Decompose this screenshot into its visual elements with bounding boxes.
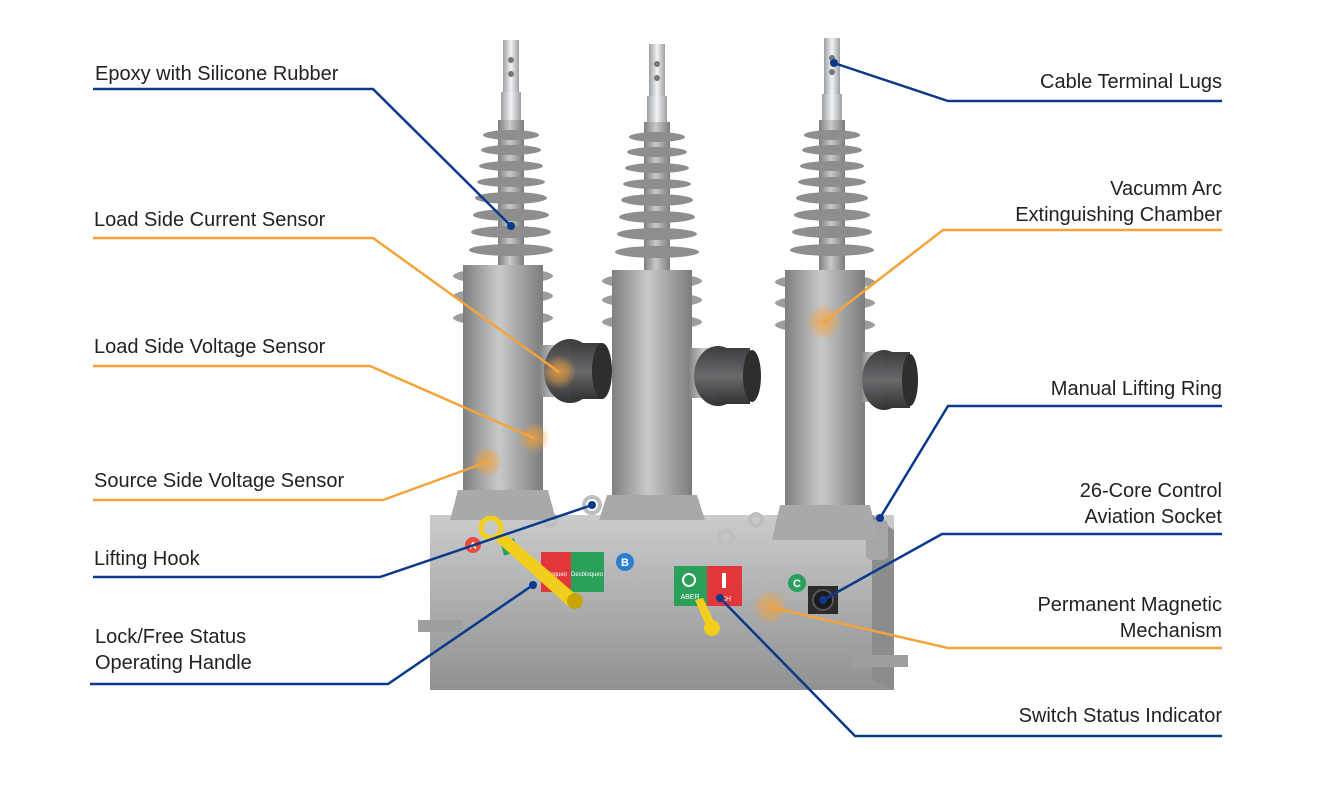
pole-b xyxy=(599,44,761,520)
lifting-eye-4 xyxy=(748,512,764,528)
label-vacuum-line1: Vacumm Arc xyxy=(1110,178,1222,200)
status-plate-left-text: ABER xyxy=(680,594,699,601)
status-plate-right-text: CH xyxy=(721,596,731,603)
lock-plate-right-text: Desbloqueo xyxy=(571,572,604,578)
lug-b xyxy=(649,44,665,99)
leader-epoxy xyxy=(93,87,512,227)
bushing-c xyxy=(862,350,918,410)
lock-plate-green xyxy=(571,552,604,592)
label-cable-lugs: Cable Terminal Lugs xyxy=(1040,71,1222,93)
mounting-foot-left xyxy=(418,620,462,632)
bushing-b xyxy=(694,346,761,406)
leader-load-current xyxy=(93,236,560,374)
lock-plate-left-text: Bloqueo xyxy=(545,572,568,578)
label-load-voltage: Load Side Voltage Sensor xyxy=(94,336,326,358)
sheds-a xyxy=(469,130,553,256)
phase-c-badge xyxy=(788,574,806,592)
label-handle-line2: Operating Handle xyxy=(95,652,252,674)
label-vacuum-line2: Extinguishing Chamber xyxy=(1015,204,1222,226)
column-b xyxy=(612,270,692,495)
label-epoxy: Epoxy with Silicone Rubber xyxy=(95,63,339,85)
phase-b-badge xyxy=(616,553,634,571)
label-load-current: Load Side Current Sensor xyxy=(94,209,326,231)
lifting-hook-eye xyxy=(582,495,602,515)
status-lever xyxy=(695,598,720,636)
front-panel: A B C Bloqueo Desbloqueo ABER CH xyxy=(465,515,838,636)
label-manual-ring: Manual Lifting Ring xyxy=(1050,378,1222,400)
label-magnet-line2: Mechanism xyxy=(1119,620,1222,642)
open-indicator-icon xyxy=(682,573,696,587)
label-source-voltage: Source Side Voltage Sensor xyxy=(94,470,345,492)
sheds-b xyxy=(615,132,699,258)
leader-source-voltage xyxy=(93,460,488,502)
phase-c-text: C xyxy=(793,578,801,590)
leader-load-voltage xyxy=(93,364,535,440)
lifting-eye-3 xyxy=(717,529,735,547)
label-socket-line2: Aviation Socket xyxy=(1084,506,1223,528)
leader-cable-lugs xyxy=(833,61,1222,103)
lug-c xyxy=(824,38,840,96)
label-lifting-hook: Lifting Hook xyxy=(94,548,200,570)
phase-b-text: B xyxy=(621,557,629,569)
mounting-foot-right xyxy=(852,655,908,667)
leader-lines xyxy=(90,61,1222,738)
leader-manual-ring xyxy=(878,404,1222,519)
leader-magnetic xyxy=(769,605,1222,650)
sheds-c xyxy=(790,130,874,256)
label-handle-line1: Lock/Free Status xyxy=(95,626,247,648)
leader-handle xyxy=(90,583,534,686)
lug-a xyxy=(503,40,519,95)
label-status-indicator: Switch Status Indicator xyxy=(1018,705,1222,727)
close-indicator-icon xyxy=(722,573,726,588)
leader-status xyxy=(719,597,1222,738)
label-magnet-line1: Permanent Magnetic xyxy=(1037,594,1222,616)
label-socket-line1: 26-Core Control xyxy=(1079,480,1222,502)
leader-endpoints xyxy=(507,59,884,604)
pole-c xyxy=(772,38,918,540)
leader-lifting-hook xyxy=(93,503,593,579)
leader-socket xyxy=(822,532,1222,602)
leader-vacuum xyxy=(823,228,1222,323)
